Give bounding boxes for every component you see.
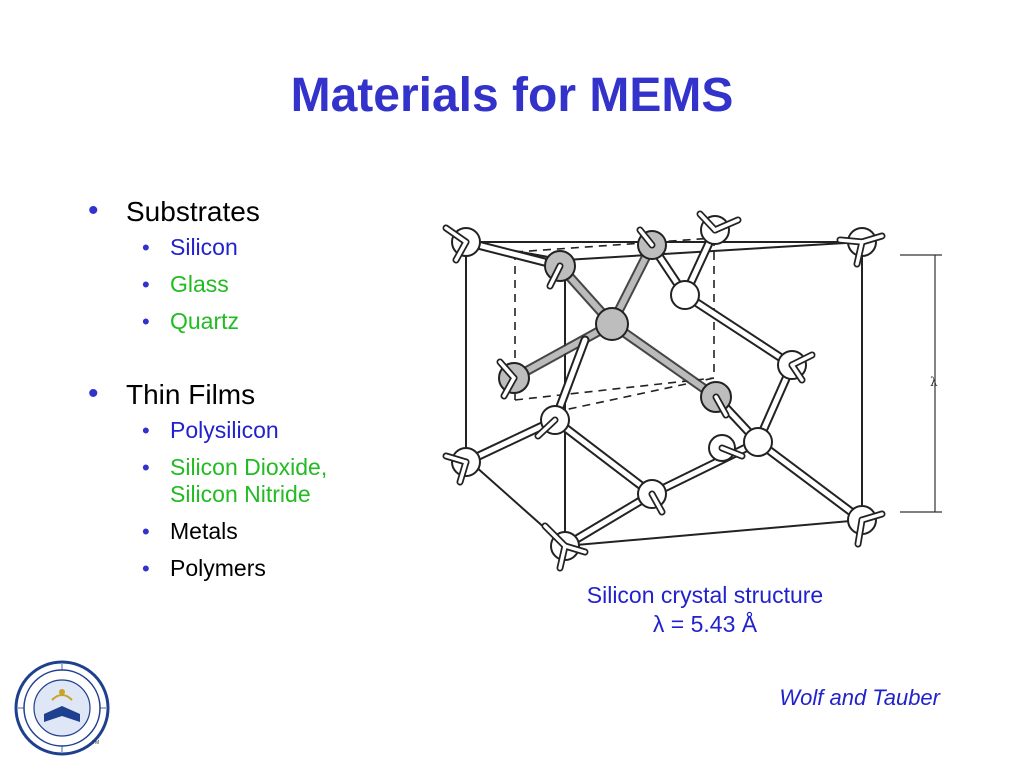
bullet-thin-films: • Thin Films: [88, 377, 408, 411]
stub-bonds-inner: [444, 212, 884, 570]
item-label: Quartz: [170, 308, 240, 334]
caption-line-1: Silicon crystal structure: [586, 582, 824, 608]
substrates-list: • Silicon • Glass • Quartz: [142, 234, 408, 335]
bullet-dot-icon: •: [88, 377, 99, 410]
section-thin-films: • Thin Films • Polysilicon • Silicon Dio…: [88, 377, 408, 582]
slide-title: Materials for MEMS: [290, 69, 734, 122]
item-label: Glass: [170, 271, 229, 297]
item-label: Polymers: [170, 555, 266, 581]
bullet-dot-icon: •: [142, 556, 150, 581]
item-label: Silicon: [170, 234, 238, 260]
cube-hidden-edges: [514, 237, 715, 413]
list-item: • Metals: [142, 518, 408, 545]
dimension-label: λ: [930, 375, 938, 389]
university-seal-icon: [14, 660, 110, 756]
list-item: • Silicon Dioxide, Silicon Nitride: [142, 454, 370, 508]
list-item: • Polymers: [142, 555, 408, 582]
trademark-mark: TM: [92, 740, 100, 746]
bullet-substrates: • Substrates: [88, 194, 408, 228]
bullet-dot-icon: •: [142, 235, 150, 260]
item-label: Silicon Dioxide, Silicon Nitride: [170, 454, 328, 507]
bullet-list: • Substrates • Silicon • Glass • Quartz …: [88, 194, 408, 592]
bullet-dot-icon: •: [142, 455, 150, 480]
list-item: • Polysilicon: [142, 417, 408, 444]
silicon-crystal-diagram: λ: [442, 210, 942, 572]
figure-caption: Silicon crystal structure λ = 5.43 Å: [530, 581, 880, 639]
item-label: Polysilicon: [170, 417, 279, 443]
list-item: • Silicon: [142, 234, 408, 261]
item-label: Metals: [170, 518, 238, 544]
section-heading: Thin Films: [126, 379, 256, 410]
list-item: • Quartz: [142, 308, 408, 335]
dimension-marker: [900, 254, 942, 513]
section-substrates: • Substrates • Silicon • Glass • Quartz: [88, 194, 408, 335]
bullet-dot-icon: •: [88, 194, 99, 227]
caption-line-2: λ = 5.43 Å: [652, 611, 758, 637]
section-heading: Substrates: [126, 196, 260, 227]
bullet-dot-icon: •: [142, 519, 150, 544]
thin-films-list: • Polysilicon • Silicon Dioxide, Silicon…: [142, 417, 408, 582]
figure-credit: Wolf and Tauber: [779, 685, 940, 710]
bullet-dot-icon: •: [142, 272, 150, 297]
list-item: • Glass: [142, 271, 408, 298]
bullet-dot-icon: •: [142, 418, 150, 443]
bullet-dot-icon: •: [142, 309, 150, 334]
